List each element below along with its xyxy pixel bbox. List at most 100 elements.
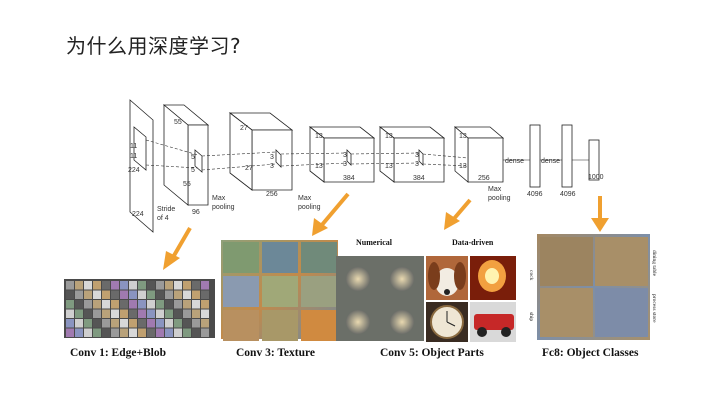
conv2-c-label: 256 [266,191,278,198]
conv1-filter-tile [102,281,110,290]
conv5-fire-image [470,256,516,300]
input-k-label: 11 [130,143,137,150]
conv1-filter-tile [192,310,200,319]
conv5-pool-label: Max pooling [488,186,511,202]
conv4-c-label: 384 [413,175,425,182]
conv1-filter-tile [93,310,101,319]
conv1-filter-tile [66,310,74,319]
conv1-filter-tile [183,310,191,319]
conv1-filter-tile [183,319,191,328]
fc-n3-label: 1000 [588,174,604,181]
conv1-filter-tile [75,310,83,319]
conv1-filter-tile [129,310,137,319]
conv1-filter-tile [102,310,110,319]
conv1-filter-tile [129,291,137,300]
conv1-filter-tile [156,291,164,300]
conv1-filter-tile [111,329,119,338]
conv3-texture-tile [301,242,337,273]
fc8-label-ship: ship [528,312,534,321]
conv1-caption: Conv 1: Edge+Blob [70,347,166,359]
conv1-filter-tile [165,310,173,319]
conv3-texture-grid [223,242,337,341]
conv1-filter-tile [120,319,128,328]
pool2-line-1: Max [298,195,312,202]
conv1-filter-tile [147,291,155,300]
conv1-filter-tile [84,319,92,328]
conv1-filter-tile [147,329,155,338]
conv1-filter-tile [93,319,101,328]
conv3-texture-tile [223,276,259,307]
conv2-k-label: 3 [270,154,274,161]
conv1-filter-tile [93,329,101,338]
conv3-texture-tile [262,242,298,273]
conv1-filter-tile [111,300,119,309]
conv5-car-image [470,302,516,342]
conv1-filter-tile [93,281,101,290]
conv5-panel: Numerical Data-driven [336,238,516,342]
dense2-label: dense [541,158,560,165]
conv3-texture-tile [262,310,298,341]
conv1-filter-tile [120,329,128,338]
conv1-a-label: 55 [174,119,182,126]
conv1-pool-label: Max pooling [212,195,235,211]
conv1-filter-tile [102,329,110,338]
fc8-class-tile [595,237,648,286]
conv3-texture-tile [223,310,259,341]
conv3-caption: Conv 3: Texture [236,347,315,359]
input-h-label: 224 [128,167,140,174]
conv1-filter-tile [174,281,182,290]
dense1-label: dense [505,158,524,165]
conv1-filter-tile [75,300,83,309]
conv1-filter-tile [111,291,119,300]
conv1-filter-tile [75,319,83,328]
conv1-filter-tile [102,300,110,309]
conv1-filter-tile [174,329,182,338]
stride-line-2: of 4 [157,215,169,222]
conv1-filter-tile [201,329,209,338]
conv3-a-label: 13 [315,133,323,140]
conv4-k2-label: 3 [415,161,419,168]
conv1-filter-tile [201,300,209,309]
conv1-filter-tile [156,310,164,319]
conv1-filter-tile [66,281,74,290]
conv1-filter-tile [129,319,137,328]
conv1-filter-tile [120,291,128,300]
conv1-filter-tile [66,319,74,328]
conv1-filter-tile [147,281,155,290]
conv1-filter-tile [129,300,137,309]
conv1-filter-tile [165,319,173,328]
conv4-b-label: 13 [385,163,393,170]
conv1-filter-tile [84,291,92,300]
conv5-caption: Conv 5: Object Parts [380,347,484,359]
conv1-filter-tile [183,281,191,290]
conv3-k2-label: 3 [343,161,347,168]
conv1-filter-tile [165,329,173,338]
stride-line-1: Stride [157,206,175,213]
conv3-texture-tile [301,310,337,341]
conv1-filter-tile [111,281,119,290]
conv1-filter-tile [111,310,119,319]
pool5-line-1: Max [488,186,502,193]
conv1-filter-tile [102,291,110,300]
conv1-filter-tile [111,319,119,328]
fc8-label-process-store: process store [651,294,657,323]
input-w-label: 224 [132,211,144,218]
conv1-filter-tile [102,319,110,328]
conv1-filter-tile [192,329,200,338]
conv1-c-label: 96 [192,209,200,216]
conv1-filter-tile [120,281,128,290]
conv1-filter-tile [192,291,200,300]
conv1-filter-tile [138,300,146,309]
conv1-filter-tile [138,319,146,328]
fc-n1-label: 4096 [527,191,543,198]
conv1-filter-tile [120,300,128,309]
conv1-filter-tile [156,300,164,309]
conv1-filter-tile [192,281,200,290]
conv1-filter-tile [156,319,164,328]
conv1-filter-tile [192,300,200,309]
conv2-pool-label: Max pooling [298,195,321,211]
conv1-filter-tile [84,300,92,309]
conv1-filter-tile [84,329,92,338]
fc-n2-label: 4096 [560,191,576,198]
